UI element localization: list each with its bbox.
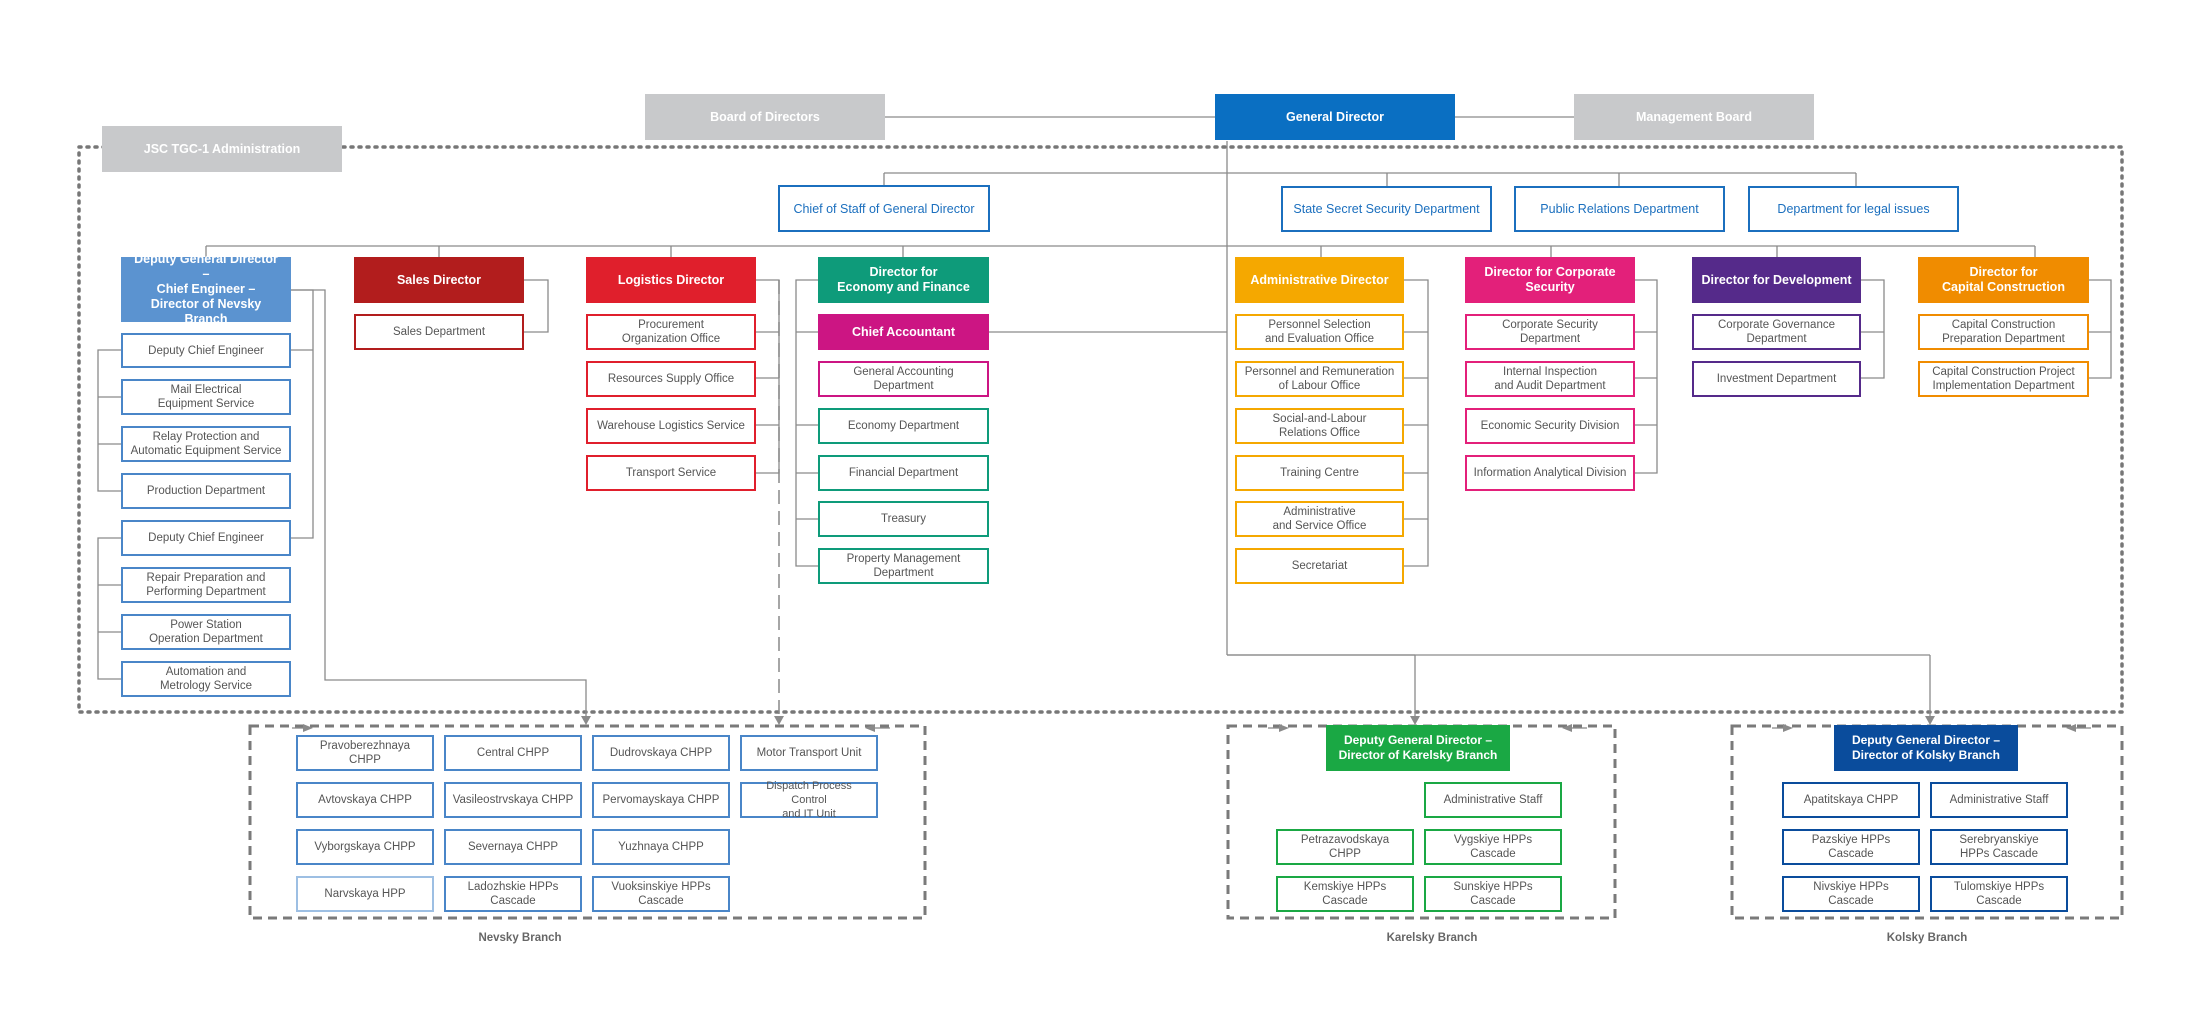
director-corporate-security: Director for Corporate Security: [1465, 257, 1635, 303]
deputy-chief-engineer-1: Deputy Chief Engineer: [121, 333, 291, 368]
vygskiye-hpps-cascade: Vygskiye HPPs Cascade: [1424, 829, 1562, 865]
kolsky-branch-label: Kolsky Branch: [1886, 932, 1968, 944]
severnaya-chpp: Severnaya CHPP: [444, 829, 582, 865]
general-director: General Director: [1215, 94, 1455, 140]
administrative-service-office: Administrative and Service Office: [1235, 501, 1404, 537]
karelsky-administrative-staff: Administrative Staff: [1424, 782, 1562, 818]
economic-security-division: Economic Security Division: [1465, 408, 1635, 444]
property-management-department: Property Management Department: [818, 548, 989, 584]
chief-accountant: Chief Accountant: [818, 314, 989, 350]
power-station-operation-department: Power Station Operation Department: [121, 614, 291, 650]
capital-construction-implementation-department: Capital Construction Project Implementat…: [1918, 361, 2089, 397]
mail-electrical-equipment-service: Mail Electrical Equipment Service: [121, 379, 291, 415]
deputy-gd-kolsky: Deputy General Director – Director of Ko…: [1834, 725, 2018, 771]
training-centre: Training Centre: [1235, 455, 1404, 491]
transport-service: Transport Service: [586, 455, 756, 491]
dispatch-process-control-it-unit: Dispatch Process Control and IT Unit: [740, 780, 878, 820]
sales-department: Sales Department: [354, 314, 524, 350]
kolsky-administrative-staff: Administrative Staff: [1930, 782, 2068, 818]
personnel-selection-office: Personnel Selection and Evaluation Offic…: [1235, 314, 1404, 350]
karelsky-branch-label: Karelsky Branch: [1386, 932, 1478, 944]
director-development: Director for Development: [1692, 257, 1861, 303]
corporate-security-department: Corporate Security Department: [1465, 314, 1635, 350]
financial-department: Financial Department: [818, 455, 989, 491]
management-board: Management Board: [1574, 94, 1814, 140]
resources-supply-office: Resources Supply Office: [586, 361, 756, 397]
vasileostrvskaya-chpp: Vasileostrvskaya CHPP: [444, 782, 582, 818]
information-analytical-division: Information Analytical Division: [1465, 455, 1635, 491]
apatitskaya-chpp: Apatitskaya CHPP: [1782, 782, 1920, 818]
sales-director: Sales Director: [354, 257, 524, 303]
ladozhskie-hpps-cascade: Ladozhskie HPPs Cascade: [444, 876, 582, 912]
treasury: Treasury: [818, 501, 989, 537]
economy-department: Economy Department: [818, 408, 989, 444]
investment-department: Investment Department: [1692, 361, 1861, 397]
dudrovskaya-chpp: Dudrovskaya CHPP: [592, 735, 730, 771]
relay-protection-service: Relay Protection and Automatic Equipment…: [121, 426, 291, 462]
deputy-chief-engineer-2: Deputy Chief Engineer: [121, 520, 291, 556]
motor-transport-unit: Motor Transport Unit: [740, 735, 878, 771]
state-secret-security-department: State Secret Security Department: [1281, 186, 1492, 232]
procurement-organization-office: Procurement Organization Office: [586, 314, 756, 350]
director-economy-finance: Director for Economy and Finance: [818, 257, 989, 303]
vuoksinskiye-hpps-cascade: Vuoksinskiye HPPs Cascade: [592, 876, 730, 912]
nivskiye-hpps-cascade: Nivskiye HPPs Cascade: [1782, 876, 1920, 912]
nevsky-branch-label: Nevsky Branch: [478, 932, 562, 944]
tulomskiye-hpps-cascade: Tulomskiye HPPs Cascade: [1930, 876, 2068, 912]
secretariat: Secretariat: [1235, 548, 1404, 584]
avtovskaya-chpp: Avtovskaya CHPP: [296, 782, 434, 818]
automation-metrology-service: Automation and Metrology Service: [121, 661, 291, 697]
internal-inspection-audit-department: Internal Inspection and Audit Department: [1465, 361, 1635, 397]
serebryanskiye-hpps-cascade: Serebryanskiye HPPs Cascade: [1930, 829, 2068, 865]
production-department: Production Department: [121, 473, 291, 509]
board-of-directors: Board of Directors: [645, 94, 885, 140]
yuzhnaya-chpp: Yuzhnaya CHPP: [592, 829, 730, 865]
pravoberezhnaya-chpp: Pravoberezhnaya CHPP: [296, 735, 434, 771]
chief-of-staff: Chief of Staff of General Director: [778, 185, 990, 232]
deputy-gd-karelsky: Deputy General Director – Director of Ka…: [1326, 725, 1510, 771]
administrative-director: Administrative Director: [1235, 257, 1404, 303]
capital-construction-preparation-department: Capital Construction Preparation Departm…: [1918, 314, 2089, 350]
deputy-gd-nevsky: Deputy General Director – Chief Engineer…: [121, 252, 291, 326]
vyborgskaya-chpp: Vyborgskaya CHPP: [296, 829, 434, 865]
social-labour-relations-office: Social-and-Labour Relations Office: [1235, 408, 1404, 444]
kemskiye-hpps-cascade: Kemskiye HPPs Cascade: [1276, 876, 1414, 912]
central-chpp: Central CHPP: [444, 735, 582, 771]
corporate-governance-department: Corporate Governance Department: [1692, 314, 1861, 350]
petrazavodskaya-chpp: Petrazavodskaya CHPP: [1276, 829, 1414, 865]
administration-label: JSC TGC-1 Administration: [102, 126, 342, 172]
repair-preparation-department: Repair Preparation and Performing Depart…: [121, 567, 291, 603]
sunskiye-hpps-cascade: Sunskiye HPPs Cascade: [1424, 876, 1562, 912]
director-capital-construction: Director for Capital Construction: [1918, 257, 2089, 303]
logistics-director: Logistics Director: [586, 257, 756, 303]
public-relations-department: Public Relations Department: [1514, 186, 1725, 232]
pervomayskaya-chpp: Pervomayskaya CHPP: [592, 782, 730, 818]
warehouse-logistics-service: Warehouse Logistics Service: [586, 408, 756, 444]
narvskaya-hpp: Narvskaya HPP: [296, 876, 434, 912]
personnel-remuneration-office: Personnel and Remuneration of Labour Off…: [1235, 361, 1404, 397]
general-accounting-department: General Accounting Department: [818, 361, 989, 397]
pazskiye-hpps-cascade: Pazskiye HPPs Cascade: [1782, 829, 1920, 865]
legal-issues-department: Department for legal issues: [1748, 186, 1959, 232]
